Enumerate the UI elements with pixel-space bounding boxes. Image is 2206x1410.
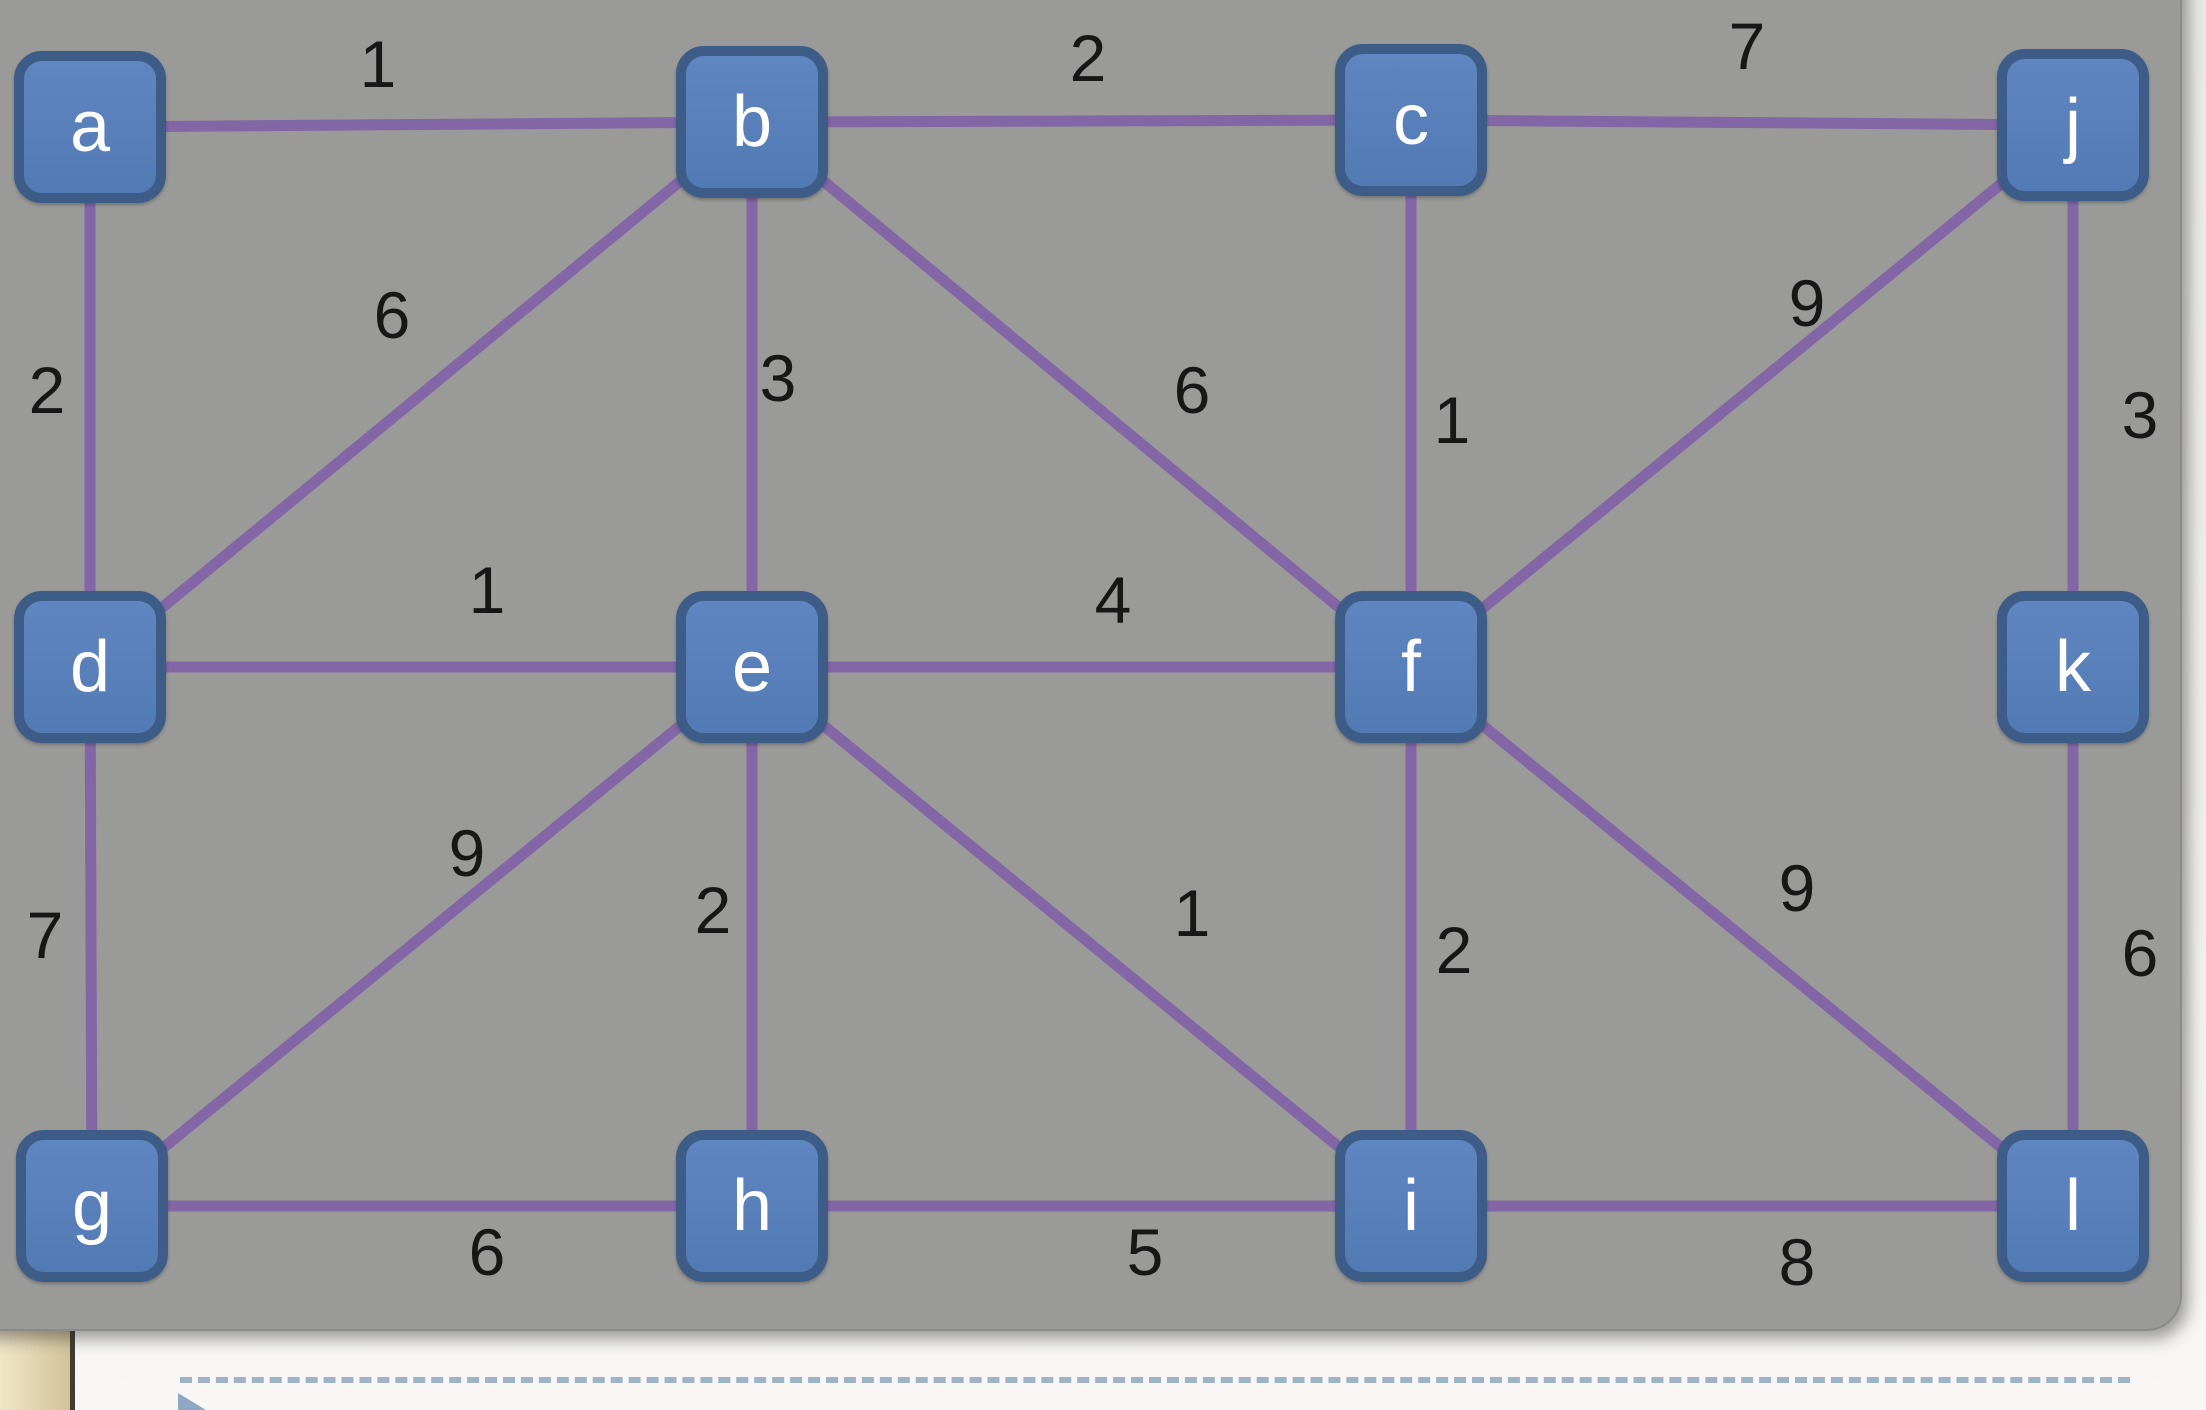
edge-e-i[interactable] bbox=[748, 662, 1415, 1211]
weight-b-c[interactable]: 2 bbox=[1069, 21, 1107, 95]
weight-j-k[interactable]: 3 bbox=[2121, 378, 2159, 452]
weight-e-f[interactable]: 4 bbox=[1094, 563, 1132, 637]
node-e[interactable]: e bbox=[676, 591, 828, 743]
edge-d-g[interactable] bbox=[84, 666, 98, 1207]
weight-c-f[interactable]: 1 bbox=[1433, 383, 1471, 457]
weight-f-j[interactable]: 9 bbox=[1788, 266, 1826, 340]
weight-e-g[interactable]: 9 bbox=[448, 816, 486, 890]
node-b[interactable]: b bbox=[676, 46, 828, 198]
node-i[interactable]: i bbox=[1335, 1130, 1487, 1282]
node-label: e bbox=[731, 627, 773, 707]
weight-g-h[interactable]: 6 bbox=[468, 1215, 506, 1289]
node-k[interactable]: k bbox=[1997, 591, 2149, 743]
edge-f-l[interactable] bbox=[1407, 662, 2077, 1211]
weight-d-g[interactable]: 7 bbox=[26, 898, 64, 972]
node-label: a bbox=[69, 87, 111, 167]
weight-i-l[interactable]: 8 bbox=[1778, 1225, 1816, 1299]
weight-a-d[interactable]: 2 bbox=[28, 353, 66, 427]
edge-a-b[interactable] bbox=[89, 116, 753, 133]
weight-b-e[interactable]: 3 bbox=[759, 341, 797, 415]
background-artifact bbox=[0, 1327, 75, 1410]
weight-f-i[interactable]: 2 bbox=[1435, 913, 1473, 987]
node-label: g bbox=[71, 1166, 113, 1246]
node-c[interactable]: c bbox=[1335, 44, 1487, 196]
node-label: d bbox=[69, 627, 111, 707]
node-label: b bbox=[731, 82, 773, 162]
node-g[interactable]: g bbox=[16, 1130, 168, 1282]
edge-e-g[interactable] bbox=[88, 662, 756, 1211]
node-h[interactable]: h bbox=[676, 1130, 828, 1282]
text-placeholder-border[interactable] bbox=[180, 1377, 2130, 1410]
node-d[interactable]: d bbox=[14, 591, 166, 743]
node-label: f bbox=[1400, 627, 1421, 707]
edge-b-f[interactable] bbox=[748, 117, 1415, 672]
node-label: i bbox=[1403, 1166, 1419, 1246]
node-a[interactable]: a bbox=[14, 51, 166, 203]
weight-e-h[interactable]: 2 bbox=[694, 873, 732, 947]
weight-b-f[interactable]: 6 bbox=[1173, 353, 1211, 427]
edge-b-d[interactable] bbox=[86, 117, 756, 672]
weight-e-i[interactable]: 1 bbox=[1173, 876, 1211, 950]
bullet-triangle-icon bbox=[178, 1393, 206, 1410]
node-j[interactable]: j bbox=[1997, 49, 2149, 201]
weight-b-d[interactable]: 6 bbox=[373, 278, 411, 352]
node-label: h bbox=[731, 1166, 773, 1246]
node-label: k bbox=[2055, 627, 2091, 707]
weight-a-b[interactable]: 1 bbox=[359, 27, 397, 101]
node-label: c bbox=[1393, 80, 1429, 160]
edge-c-j[interactable] bbox=[1410, 114, 2074, 131]
weight-k-l[interactable]: 6 bbox=[2121, 916, 2159, 990]
node-l[interactable]: l bbox=[1997, 1130, 2149, 1282]
edge-f-j[interactable] bbox=[1407, 120, 2077, 672]
weight-d-e[interactable]: 1 bbox=[468, 553, 506, 627]
weight-h-i[interactable]: 5 bbox=[1126, 1215, 1164, 1289]
node-f[interactable]: f bbox=[1335, 591, 1487, 743]
weight-c-j[interactable]: 7 bbox=[1728, 9, 1766, 83]
edge-b-c[interactable] bbox=[751, 114, 1412, 128]
node-label: j bbox=[2065, 85, 2081, 165]
weight-f-l[interactable]: 9 bbox=[1778, 851, 1816, 925]
node-label: l bbox=[2065, 1166, 2081, 1246]
